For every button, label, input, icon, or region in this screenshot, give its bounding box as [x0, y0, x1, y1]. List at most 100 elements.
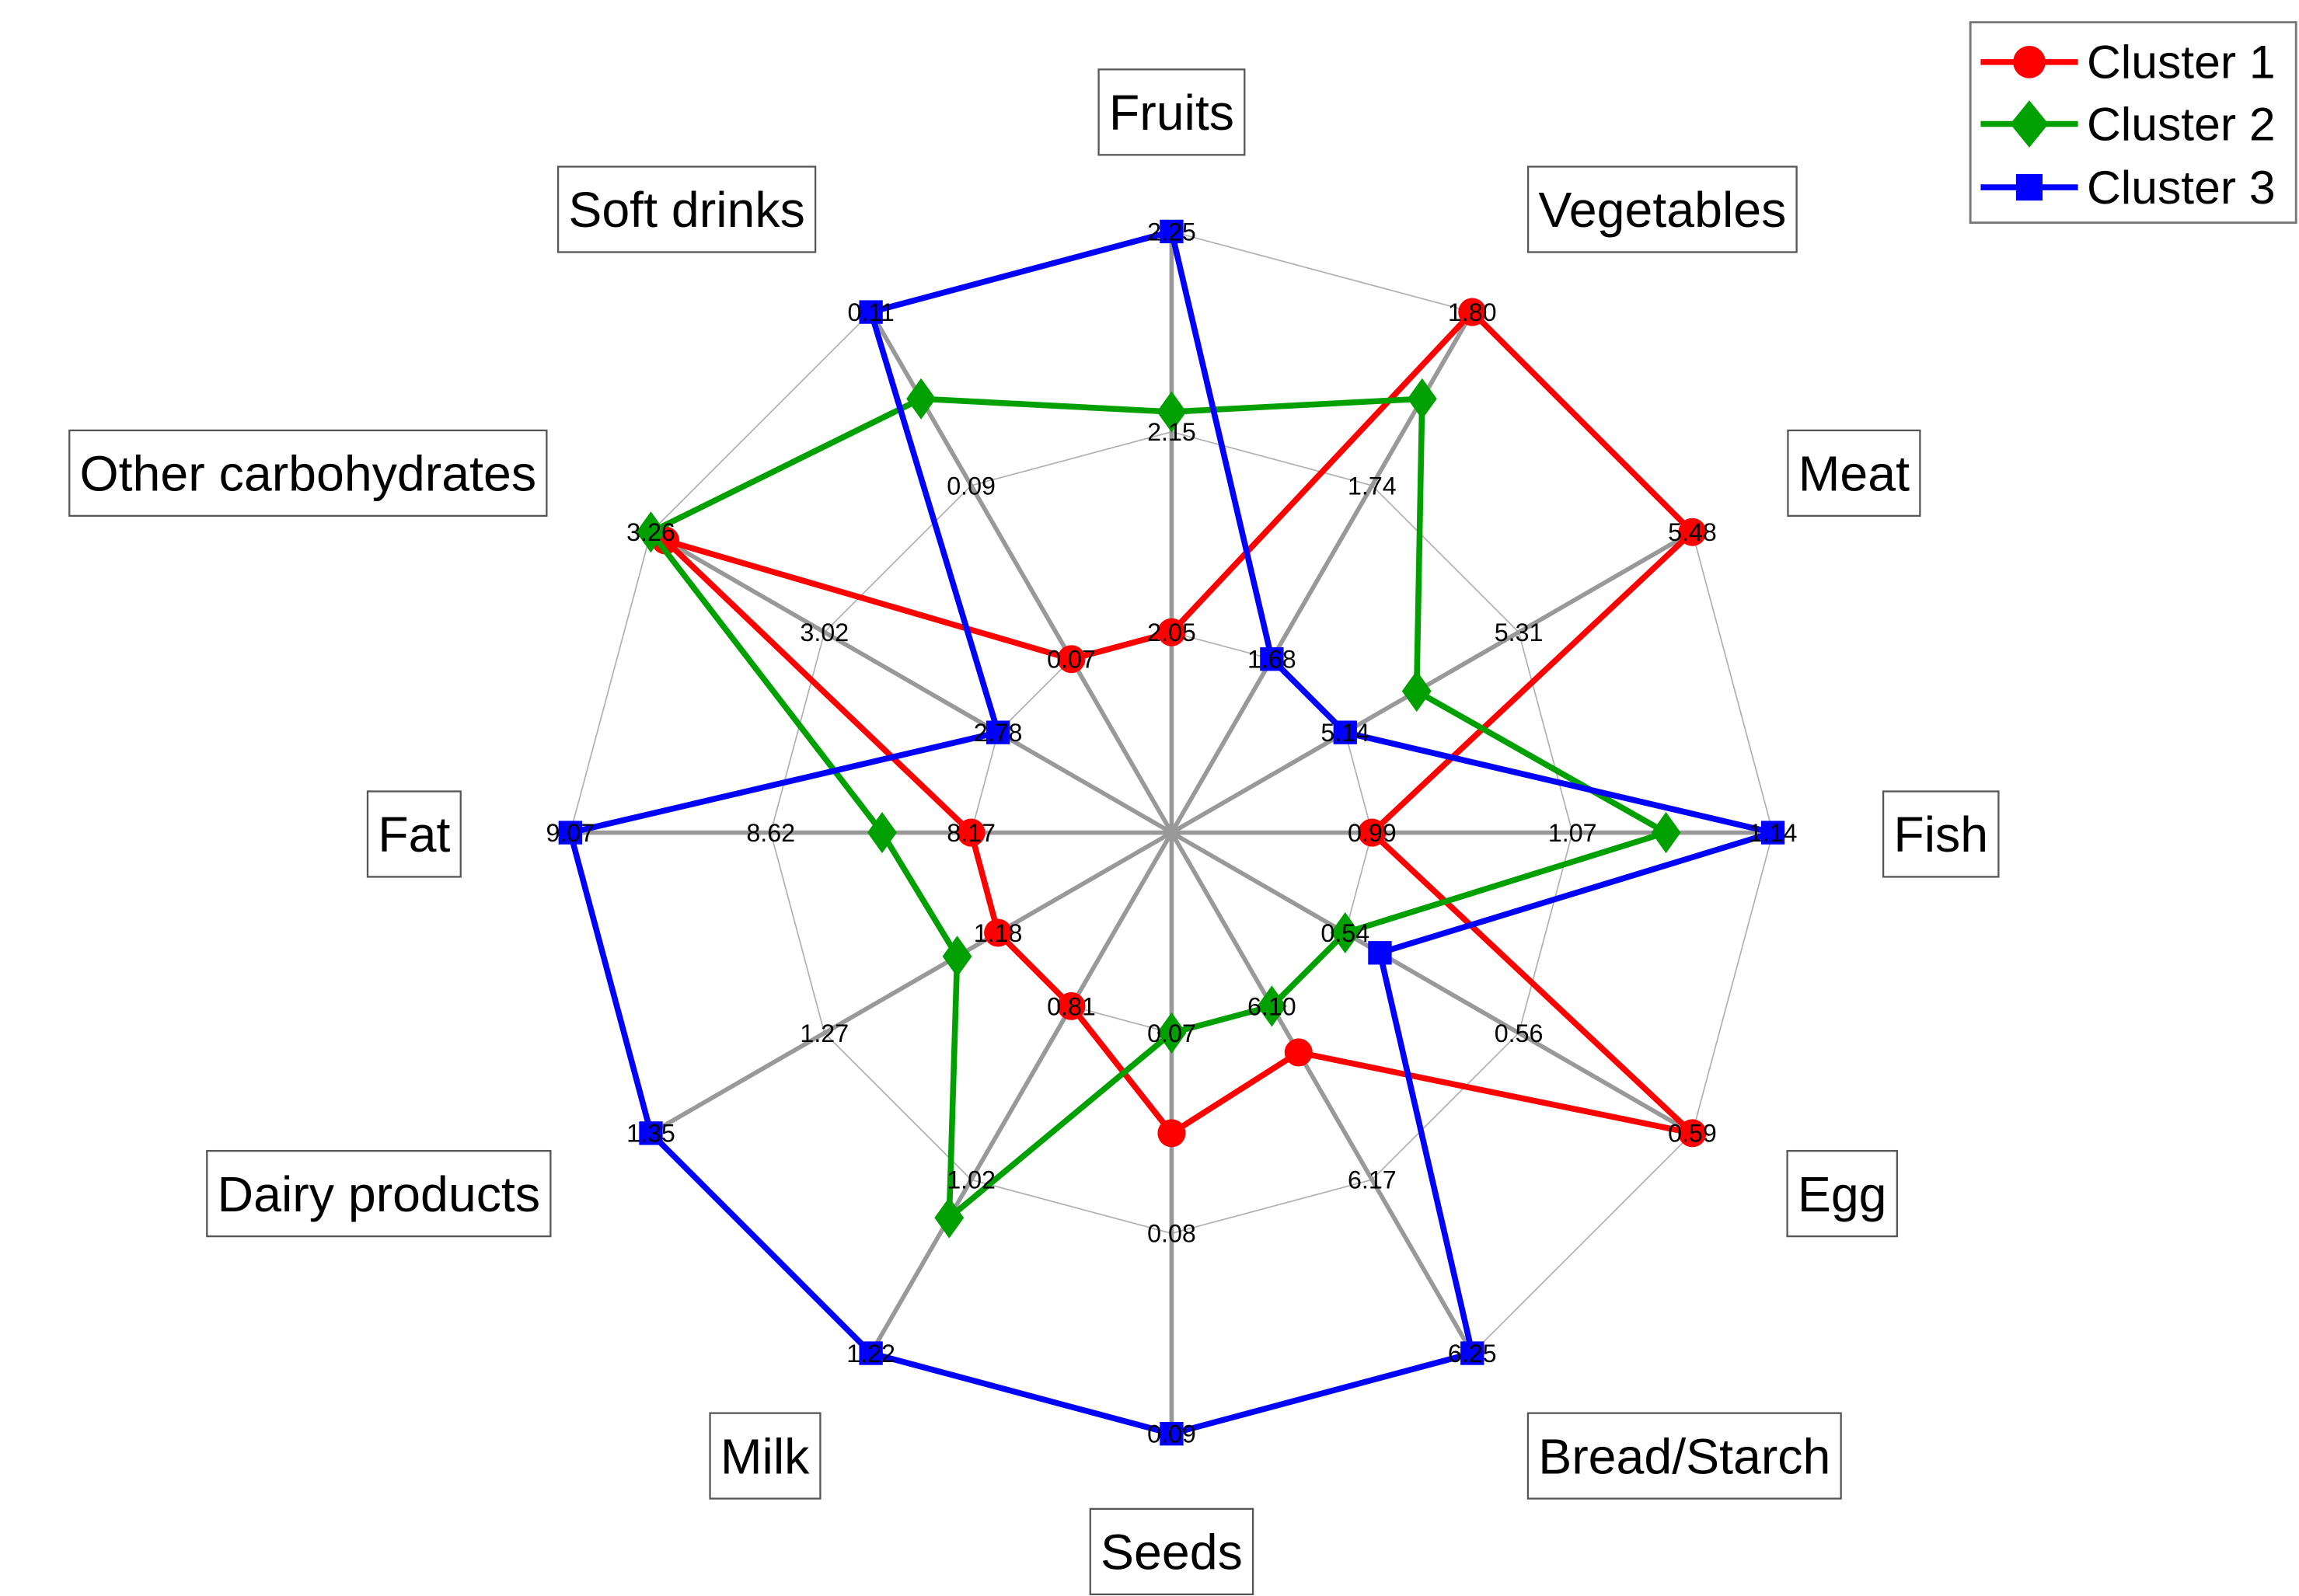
tick-label: 0.09 [1147, 1420, 1196, 1448]
category-label-text: Seeds [1101, 1525, 1243, 1580]
tick-label: 3.02 [800, 619, 849, 646]
tick-label: 8.62 [746, 819, 795, 847]
category-label-text: Fruits [1109, 85, 1234, 141]
data-point [639, 1121, 663, 1145]
data-point [1358, 818, 1387, 847]
data-point [1460, 1341, 1484, 1365]
tick-label: 0.07 [1147, 1019, 1196, 1047]
tick-label: 2.05 [1147, 619, 1196, 646]
tick-label: 1.74 [1348, 472, 1397, 500]
tick-label: 0.56 [1495, 1019, 1544, 1047]
label-box [1526, 1412, 1842, 1500]
tick-label: 1.35 [626, 1120, 675, 1148]
category-label-fat: Fat [366, 790, 462, 878]
legend-label: Cluster 3 [2087, 161, 2276, 214]
category-label-seeds: Seeds [1089, 1507, 1254, 1596]
label-box [366, 790, 462, 878]
category-label-text: Egg [1798, 1166, 1887, 1222]
tick-label: 5.14 [1320, 719, 1369, 747]
tick-label: 2.25 [1147, 218, 1196, 246]
category-label-text: Dairy products [218, 1166, 541, 1222]
label-box [709, 1412, 822, 1500]
label-box [1882, 790, 2000, 878]
tick-label: 0.11 [847, 298, 894, 326]
data-point [957, 818, 986, 847]
axis-spoke [650, 831, 1173, 1135]
square-marker-icon [2015, 173, 2043, 201]
axis-spoke [869, 831, 1174, 1354]
category-label-vegetables: Vegetables [1526, 166, 1798, 253]
legend-label: Cluster 1 [2087, 36, 2276, 89]
data-point [1333, 720, 1357, 744]
category-label-fruits: Fruits [1097, 68, 1246, 156]
category-label-egg: Egg [1786, 1149, 1898, 1238]
axis-spoke [1170, 831, 1694, 1135]
axis-spoke [1170, 530, 1694, 835]
label-box [206, 1149, 552, 1238]
data-point [636, 511, 666, 553]
tick-label: 0.07 [1047, 646, 1096, 674]
category-label-milk: Milk [709, 1412, 822, 1500]
data-point [1678, 517, 1707, 546]
category-labels: FruitsVegetablesMeatFishEggBread/StarchS… [68, 68, 2000, 1596]
data-point [1260, 647, 1284, 671]
tick-label: 0.09 [947, 472, 996, 500]
tick-label: 0.59 [1668, 1120, 1717, 1148]
legend-item-cluster-3: Cluster 3 [1980, 161, 2276, 214]
data-point [867, 812, 897, 854]
data-point [1401, 670, 1432, 713]
label-box [556, 166, 817, 253]
tick-label: 5.48 [1668, 518, 1717, 546]
category-label-text: Other carbohydrates [80, 446, 537, 502]
legend: Cluster 1 Cluster 2 Cluster 3 [1969, 21, 2297, 224]
tick-label: 1.22 [846, 1340, 895, 1368]
label-box [1097, 68, 1246, 156]
tick-label: 1.27 [800, 1019, 849, 1047]
category-label-text: Soft drinks [568, 182, 805, 238]
legend-label: Cluster 2 [2087, 97, 2276, 150]
data-point [1678, 1119, 1707, 1148]
tick-label: 1.80 [1448, 298, 1497, 326]
data-point [859, 300, 883, 324]
data-point [1458, 298, 1487, 326]
label-box [1526, 166, 1798, 253]
category-label-text: Vegetables [1538, 182, 1786, 238]
category-label-soft-drinks: Soft drinks [556, 166, 817, 253]
data-point [942, 936, 972, 977]
category-label-other-carbohydrates: Other carbohydrates [68, 429, 548, 517]
series-cluster-1 [651, 298, 1707, 1148]
tick-label: 1.02 [947, 1166, 996, 1194]
category-label-text: Fat [378, 807, 450, 862]
tick-labels: 2.052.152.251.681.741.805.145.315.480.99… [546, 218, 1797, 1448]
series-cluster-3 [558, 219, 1785, 1446]
data-point [1057, 991, 1086, 1020]
data-point [1160, 219, 1184, 244]
category-label-dairy-products: Dairy products [206, 1149, 552, 1238]
category-label-fish: Fish [1882, 790, 2000, 878]
data-point [1284, 1038, 1313, 1067]
tick-label: 1.18 [974, 919, 1023, 947]
label-box [1787, 429, 1921, 517]
tick-label: 6.25 [1448, 1340, 1497, 1368]
legend-item-cluster-1: Cluster 1 [1980, 36, 2276, 89]
tick-label: 2.78 [974, 719, 1023, 747]
data-point [558, 821, 582, 845]
category-label-text: Bread/Starch [1538, 1428, 1830, 1484]
tick-label: 6.10 [1247, 992, 1296, 1020]
data-point [859, 1341, 883, 1365]
label-box [1089, 1507, 1254, 1596]
legend-item-cluster-2: Cluster 2 [1980, 97, 2276, 150]
data-point [986, 720, 1010, 744]
data-point [1368, 941, 1392, 965]
tick-label: 0.08 [1147, 1220, 1196, 1248]
data-point [1157, 1119, 1186, 1148]
tick-label: 3.26 [626, 518, 675, 546]
data-point [1330, 911, 1360, 954]
tick-label: 1.14 [1749, 819, 1798, 847]
tick-label: 6.17 [1348, 1166, 1397, 1194]
axis-spoke [650, 530, 1173, 835]
data-point [1160, 1422, 1184, 1446]
axis-spoke [1169, 831, 1474, 1354]
category-label-text: Milk [720, 1428, 810, 1484]
